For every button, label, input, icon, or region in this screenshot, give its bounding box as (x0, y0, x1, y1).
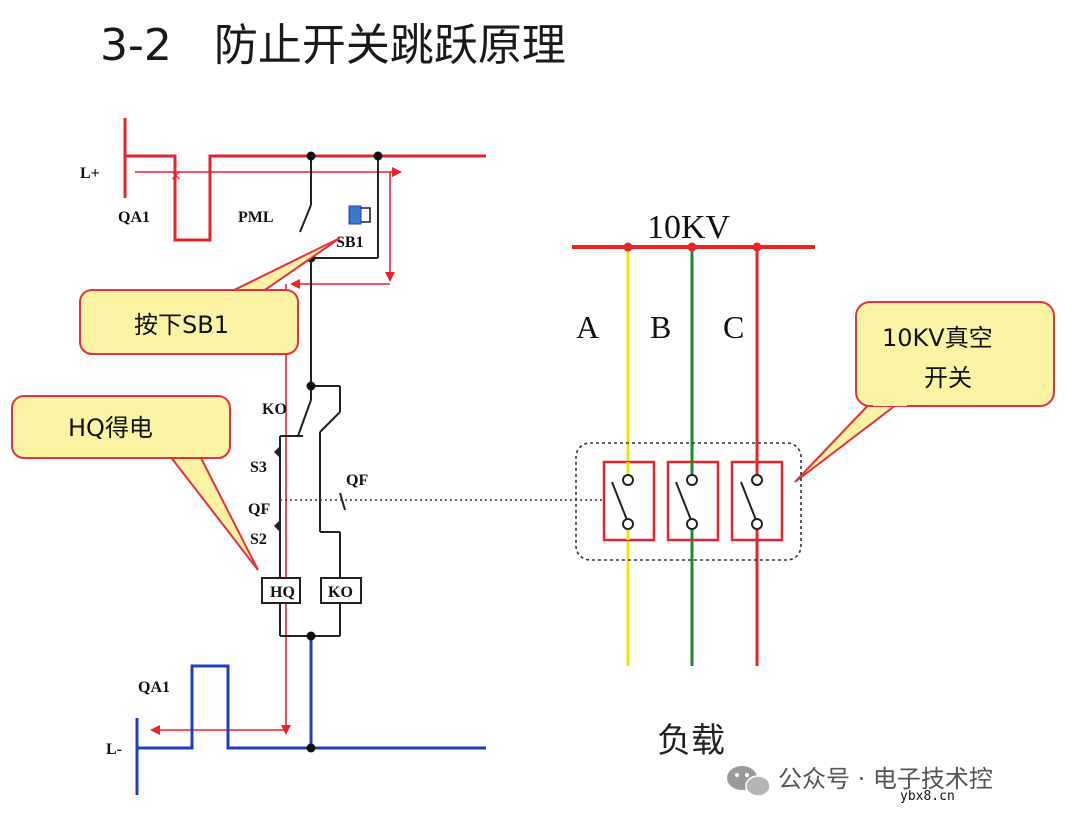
callout-hq-energized: HQ得电 (11, 395, 259, 571)
pole-a-switch (602, 460, 656, 542)
control-wiring (279, 156, 379, 637)
callout-vacuum-breaker: 10KV真空 开关 (794, 301, 1055, 483)
callout-press-sb1: 按下SB1 (79, 237, 341, 355)
vacuum-breaker-enclosure (575, 442, 802, 561)
current-flow-arrows (135, 167, 402, 735)
watermark: 公众号 · 电子技术控 ybx8.cn (727, 765, 993, 804)
page-title: 3-2 防止开关跳跃原理 (100, 20, 566, 71)
positive-bus (123, 118, 486, 242)
qf-right-label: QF (346, 472, 368, 489)
s3-contact-icon (274, 446, 280, 458)
bus-junction-dots (623, 242, 762, 252)
watermark-text: 公众号 · 电子技术控 (778, 765, 993, 793)
callout-press-sb1-text: 按下SB1 (134, 311, 229, 339)
s2-contact-icon (274, 520, 280, 532)
ko-contact-label: KO (262, 401, 287, 418)
l-plus-label: L+ (80, 165, 100, 182)
pole-b-switch (666, 460, 720, 542)
load-label: 负载 (657, 721, 725, 761)
primary-circuit: 10KV A B C (572, 209, 815, 761)
s3-label: S3 (250, 459, 267, 476)
phase-a-label: A (576, 309, 599, 345)
pml-label: PML (238, 209, 274, 226)
qf-left-label: QF (248, 501, 270, 518)
qa1-top-label: QA1 (118, 209, 150, 226)
qa1-bottom-label: QA1 (138, 679, 170, 696)
hq-coil-label: HQ (270, 584, 295, 601)
bus-label: 10KV (647, 209, 731, 246)
callout-hq-energized-text: HQ得电 (68, 414, 153, 442)
qa1-top-mark: × (170, 168, 182, 184)
callout-breaker-line2: 开关 (924, 364, 972, 392)
watermark-site: ybx8.cn (900, 789, 955, 804)
callout-breaker-line1: 10KV真空 (882, 324, 993, 352)
phase-b-label: B (650, 309, 671, 345)
s2-label: S2 (250, 531, 267, 548)
ko-coil-label: KO (328, 584, 353, 601)
sb1-button-icon (348, 205, 371, 225)
wechat-icon (727, 766, 771, 797)
sb1-label: SB1 (336, 234, 364, 251)
negative-bus (135, 636, 486, 795)
l-minus-label: L- (106, 741, 122, 758)
ko-coil: KO (320, 577, 362, 604)
control-circuit: L+ QA1 × (80, 118, 605, 795)
hq-coil: HQ (261, 577, 301, 604)
phase-c-label: C (723, 309, 744, 345)
pole-c-switch (730, 460, 784, 542)
